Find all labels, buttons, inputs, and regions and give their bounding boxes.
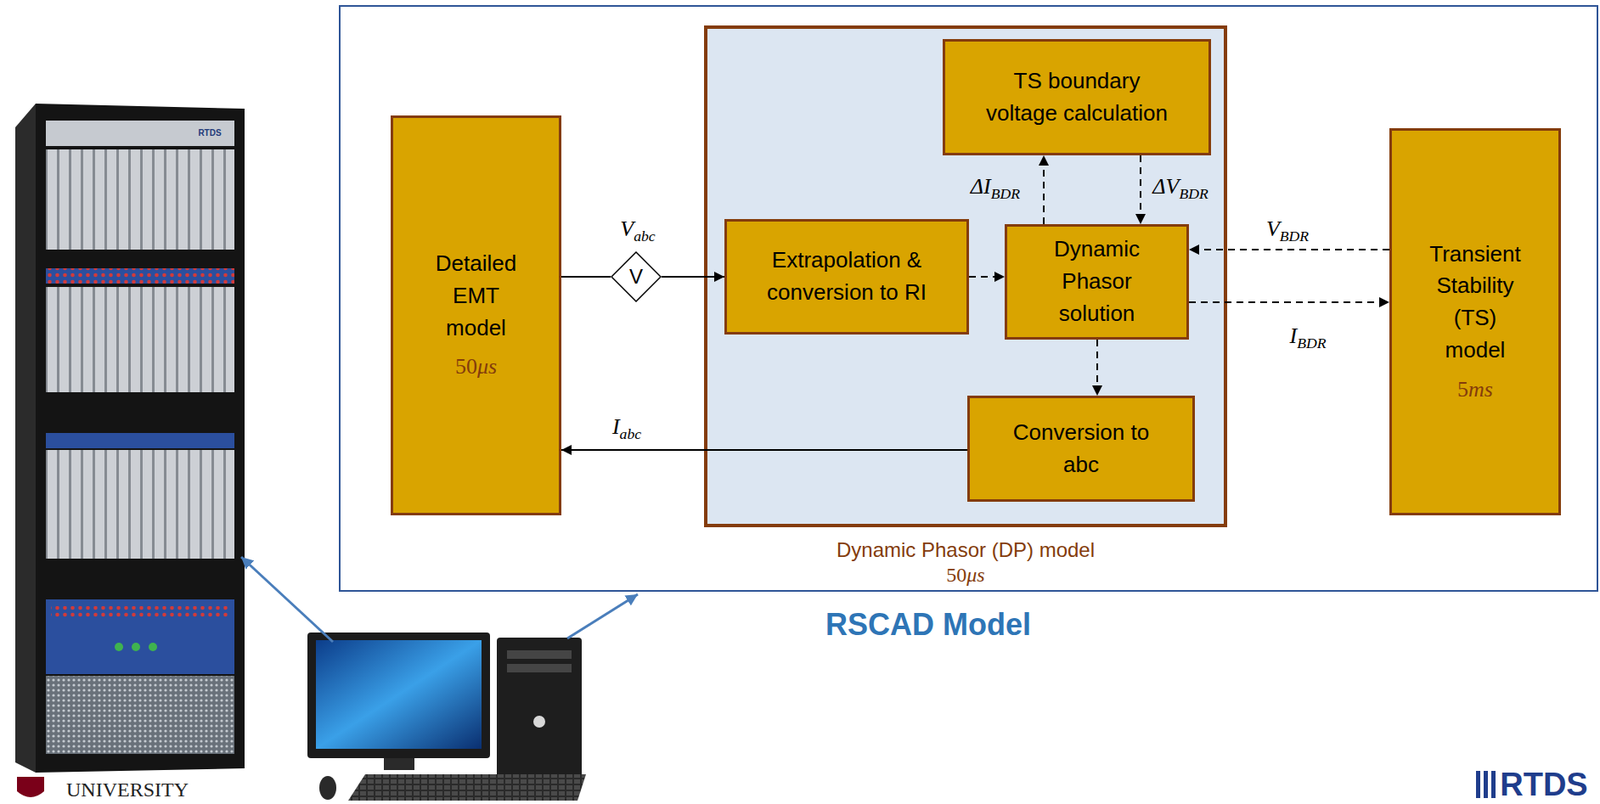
process-box: Detailed EMT model 50μs: [390, 115, 562, 516]
text-part: abc: [633, 227, 656, 245]
text-part: V: [619, 216, 634, 242]
rack-front: [35, 103, 245, 773]
rack-brand: RTDS: [197, 127, 221, 141]
text-part: V: [1266, 216, 1280, 242]
rack-io-panel: [45, 599, 235, 675]
frame-title: RSCAD Model: [825, 606, 1031, 643]
edge-label-holder: VBDR: [1266, 215, 1309, 246]
signal-name: ΔVBDR: [1152, 173, 1209, 203]
edge-label-holder: ΔVBDR: [1152, 173, 1209, 203]
rtds-rack: [15, 103, 245, 773]
time-step: 50μs: [946, 563, 985, 588]
label-holder: Vabc: [619, 213, 655, 248]
group-box: TS boundary voltage calculationExtrapola…: [704, 25, 1228, 528]
rack-lamp: [114, 642, 124, 652]
monitor-screen: [315, 640, 482, 750]
text-part: 50: [455, 354, 478, 379]
box-label: Conversion to abc: [1004, 416, 1158, 481]
box-label: Extrapolation & conversion to RI: [749, 244, 945, 309]
label-holder: RTDS: [197, 127, 221, 141]
signal-name: Iabc: [612, 413, 642, 444]
monitor-stand: [383, 758, 415, 771]
measure-diamond: V: [610, 251, 662, 303]
process-box: TS boundary voltage calculation: [942, 39, 1212, 156]
rack-lamp: [148, 642, 158, 652]
text-part: BDR: [1178, 185, 1208, 203]
process-box: Dynamic Phasor solution: [1004, 224, 1189, 340]
drive-slot: [507, 664, 572, 673]
connector: [561, 276, 611, 278]
text-part: μs: [477, 354, 497, 379]
text-part: BDR: [991, 185, 1020, 203]
pointer-line: [567, 594, 638, 639]
label-holder: UNIVERSITY: [66, 778, 189, 801]
diamond-label: V: [629, 266, 643, 288]
link-pointers: [241, 557, 638, 643]
rack-chassis: [45, 149, 235, 250]
rack-top-panel: [45, 120, 235, 147]
pointer-line: [241, 557, 333, 643]
box-label: Detailed EMT model: [421, 247, 532, 344]
pc-tower: [496, 637, 582, 784]
university-name: UNIVERSITY: [66, 778, 189, 801]
model-frame: Detailed EMT model50μsVTS boundary volta…: [338, 5, 1599, 592]
text-part: I: [1289, 323, 1297, 349]
computer: [307, 632, 586, 801]
power-button: [533, 715, 546, 728]
keyboard: [348, 774, 586, 801]
logos: [16, 771, 1496, 799]
monitor-bezel: [307, 632, 491, 759]
brand-logo: RTDS: [1499, 768, 1588, 801]
process-box: Conversion to abc: [967, 395, 1195, 502]
heading-block: Dynamic Phasor (DP) model50μs: [836, 538, 1095, 588]
time-step: 5ms: [1457, 373, 1493, 406]
rack-strip: [45, 433, 235, 449]
text-part: 5: [1457, 377, 1469, 402]
edge-label-holder: Iabc: [612, 413, 642, 444]
diamond-shape: [611, 252, 661, 302]
logo-bar: [1491, 771, 1496, 799]
process-box: Extrapolation & conversion to RI: [724, 219, 970, 335]
text-part: ms: [1468, 377, 1493, 402]
rack-jacks: [50, 606, 230, 619]
drive-slot: [507, 650, 572, 660]
signal-name: VBDR: [1266, 215, 1309, 246]
box-label: TS boundary voltage calculation: [981, 65, 1173, 130]
text-part: ΔV: [1152, 174, 1179, 199]
text-part: μs: [966, 563, 985, 586]
text-part: BDR: [1279, 227, 1309, 245]
signal-name: Vabc: [619, 213, 655, 248]
rack-chassis: [45, 287, 235, 393]
edge-label-holder: ΔIBDR: [970, 173, 1020, 203]
text-part: BDR: [1296, 334, 1326, 352]
heading-block: RSCAD Model: [825, 606, 1031, 643]
signal-name: IBDR: [1289, 322, 1326, 353]
edge-label-holder: IBDR: [1289, 322, 1326, 353]
rack-lamp: [131, 642, 141, 652]
text-part: 50: [946, 563, 967, 586]
box-label: Transient Stability (TS) model: [1424, 238, 1527, 367]
mouse: [319, 776, 337, 800]
signal-name: ΔIBDR: [970, 173, 1020, 203]
rack-io-panel: [45, 268, 235, 284]
rack-chassis: [45, 450, 235, 559]
university-shield: [16, 777, 45, 798]
group-title: Dynamic Phasor (DP) model: [836, 538, 1095, 564]
process-box: Transient Stability (TS) model 5ms: [1389, 128, 1561, 516]
rack-fan: [45, 676, 235, 755]
time-step: 50μs: [455, 350, 497, 384]
box-label: Dynamic Phasor solution: [1025, 233, 1170, 330]
text-part: abc: [619, 425, 643, 443]
logo-bar: [1483, 771, 1488, 799]
logo-bar: [1476, 771, 1481, 799]
label-holder: RTDS: [1499, 768, 1588, 801]
text-part: I: [612, 414, 620, 440]
rack-side: [15, 103, 36, 773]
text-part: ΔI: [970, 174, 992, 199]
